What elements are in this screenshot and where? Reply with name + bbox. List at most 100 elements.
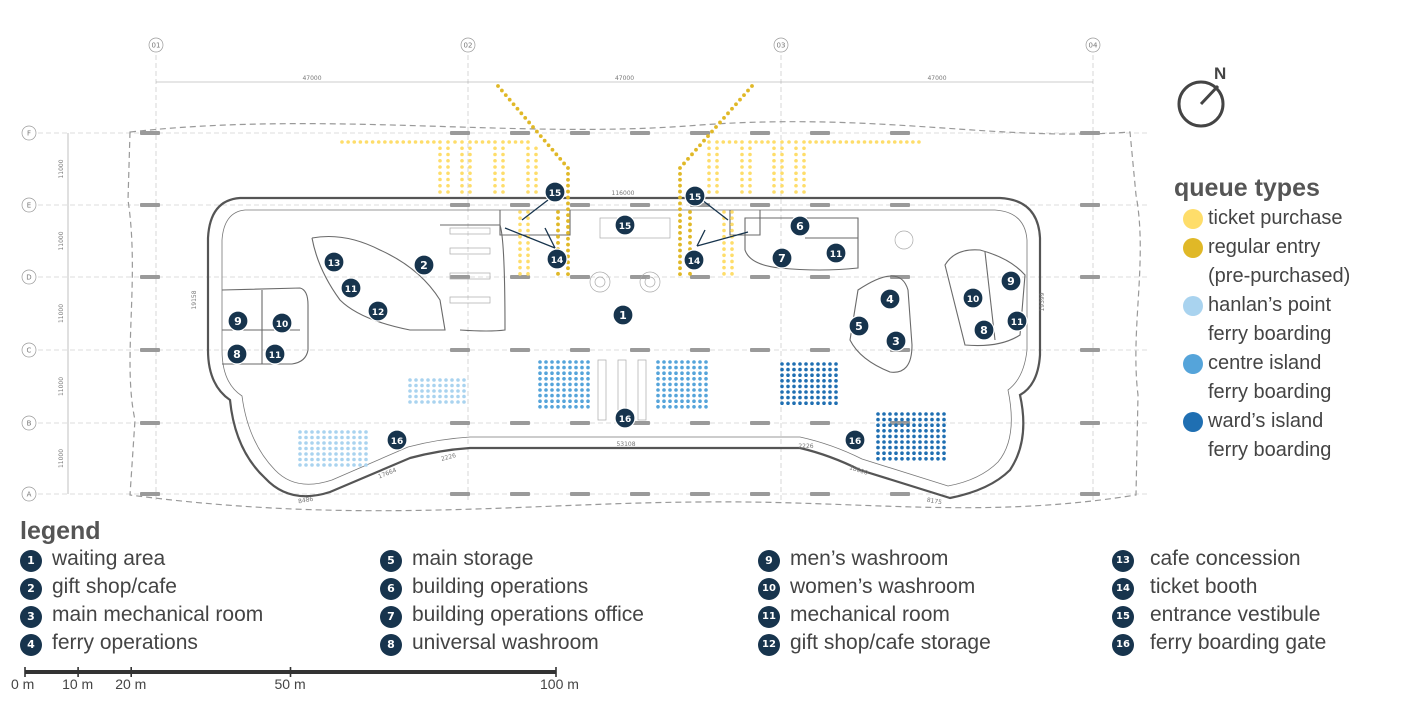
queue-dot xyxy=(906,429,910,433)
queue-dot xyxy=(786,379,790,383)
queue-dot xyxy=(906,417,910,422)
queue-dot xyxy=(662,388,666,392)
queue-dot xyxy=(526,140,530,144)
queue-dot xyxy=(438,394,442,399)
dimension-label: 116000 xyxy=(612,190,635,197)
queue-dot xyxy=(328,457,332,462)
queue-dot xyxy=(501,165,505,169)
queue-dot xyxy=(493,146,497,151)
room-number-badge: 5 xyxy=(848,315,870,337)
queue-dot xyxy=(680,365,684,370)
queue-dot xyxy=(556,210,560,214)
queue-dot xyxy=(526,253,530,258)
queue-dot xyxy=(656,377,660,381)
svg-text:11: 11 xyxy=(269,351,282,361)
queue-dot xyxy=(678,189,682,194)
queue-dot xyxy=(340,452,344,456)
queue-dot xyxy=(662,393,666,398)
room-number-badge: 7 xyxy=(771,247,793,269)
queue-dot xyxy=(714,125,718,129)
dimension-label: 2226 xyxy=(440,452,457,463)
room-number-badge: 4 xyxy=(879,288,901,310)
queue-dot xyxy=(340,430,344,434)
queue-dot xyxy=(656,399,660,404)
queue-dot xyxy=(906,423,910,428)
queue-dot xyxy=(322,446,326,451)
queue-dot xyxy=(930,429,934,433)
queue-dot xyxy=(924,434,928,439)
queue-dot xyxy=(526,158,530,163)
queue-dot xyxy=(526,152,530,157)
queue-dot xyxy=(680,360,684,364)
queue-dot xyxy=(352,140,357,144)
queue-dot xyxy=(822,384,826,389)
queue-dot xyxy=(389,140,393,144)
queue-dot xyxy=(568,399,572,404)
north-label: N xyxy=(1214,64,1227,83)
queue-dot xyxy=(918,445,922,450)
queue-dot xyxy=(556,388,560,392)
queue-dot xyxy=(704,393,708,398)
queue-dot xyxy=(730,247,734,251)
queue-dot xyxy=(942,440,946,444)
room-number-badge: 10 xyxy=(271,312,293,334)
queue-dot xyxy=(480,140,485,144)
queue-dot xyxy=(680,405,684,409)
room-number-badge: 11 xyxy=(264,343,286,365)
queue-dot xyxy=(722,265,726,270)
queue-dot xyxy=(674,405,678,409)
legend-label: gift shop/cafe xyxy=(52,575,177,598)
queue-dot xyxy=(834,395,838,400)
queue-dot xyxy=(493,190,497,194)
queue-types-title: queue types xyxy=(1174,174,1320,202)
queue-dot xyxy=(740,158,744,163)
svg-text:10: 10 xyxy=(276,320,289,330)
scale-bar-label: 10 m xyxy=(62,676,94,692)
queue-dot xyxy=(550,147,555,152)
queue-dot xyxy=(882,412,886,416)
queue-dot xyxy=(503,93,508,98)
grid-column-marker xyxy=(148,37,164,53)
queue-dot xyxy=(894,412,898,416)
queue-dot xyxy=(942,457,946,461)
queue-dot xyxy=(586,382,590,387)
queue-dot xyxy=(580,377,584,381)
queue-dot xyxy=(328,452,332,456)
queue-dot xyxy=(468,171,472,176)
queue-dot xyxy=(802,146,806,151)
queue-dot xyxy=(936,434,940,439)
queue-dot xyxy=(346,457,350,462)
queue-dot xyxy=(513,140,518,144)
queue-dot xyxy=(802,171,806,176)
queue-dot xyxy=(900,434,904,439)
queue-dot xyxy=(566,242,570,247)
queue-dot xyxy=(544,393,548,398)
room-number-badge: 10 xyxy=(962,287,984,309)
queue-dot xyxy=(352,441,356,445)
queue-dot xyxy=(574,388,578,392)
queue-dot xyxy=(518,228,522,233)
queue-dot xyxy=(772,165,776,169)
queue-dot xyxy=(550,399,554,404)
queue-dot xyxy=(876,445,880,450)
queue-dot xyxy=(834,384,838,389)
queue-dot xyxy=(722,115,726,120)
queue-dot xyxy=(395,140,399,144)
queue-dot xyxy=(566,219,570,223)
room-number-badge: 14 xyxy=(546,248,568,270)
grid-column-marker xyxy=(773,37,789,53)
queue-dot xyxy=(566,225,570,229)
queue-dot xyxy=(900,457,904,461)
queue-dot xyxy=(722,259,726,264)
grid-column-marker xyxy=(460,37,476,53)
queue-dot xyxy=(656,365,660,370)
queue-dot xyxy=(501,190,505,194)
queue-dot xyxy=(562,405,566,409)
queue-dot xyxy=(322,430,326,434)
queue-dot xyxy=(810,384,814,389)
queue-dot xyxy=(526,210,530,214)
queue-dot xyxy=(792,384,796,389)
queue-dot xyxy=(446,171,450,176)
queue-dot xyxy=(668,382,672,387)
